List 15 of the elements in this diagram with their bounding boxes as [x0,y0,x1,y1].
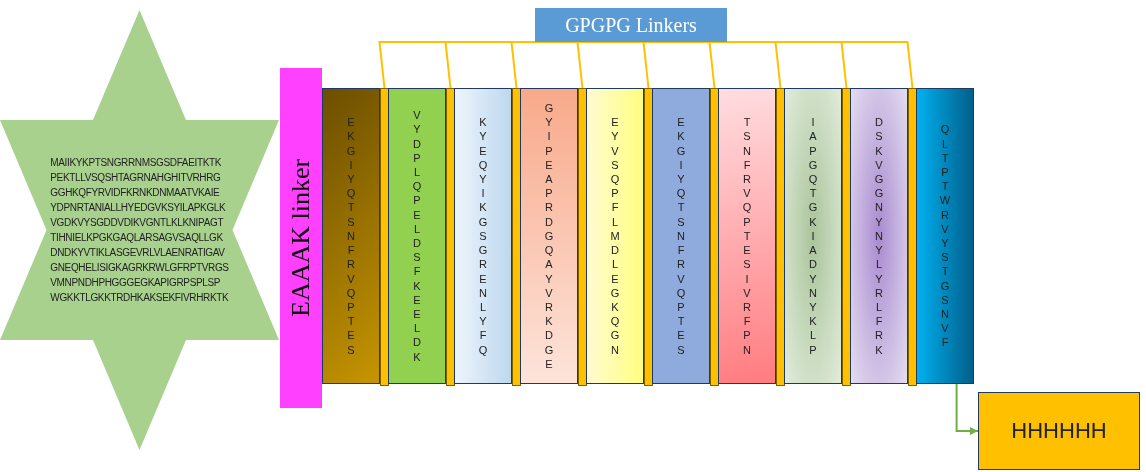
epitope-box: E K G I Y Q T S N F R V Q P T E S [322,88,380,384]
linker-box: EAAAK linker [280,68,322,408]
tag-box: HHHHHH [978,392,1140,470]
epitope-box: Q L T P T W R V Y S T G S N V F [916,88,974,384]
epitope-box: E Y V S Q P F L M D L E G K Q G N [586,88,644,384]
linker-label-box: GPGPG Linkers [535,8,727,42]
epitope-box: K Y E Q Y I K G S G R E N L Y F Q [454,88,512,384]
epitope-box: T S N F R V Q P T E S I V R F P N [718,88,776,384]
star-shape: MAIIKYKPTSNGRRNMSGSDFAEITKTK PEKTLLVSQSHTAGRNAHGHITVRHRG GGHKQFYRVIDFKRNKDNMAATVKAIE YDPNRTANIALLHYEDGVKSYILAPKGLK VGDKVYSGDDVDIKVGNTLKLKNIPAGT TIHNIELKPGKGAQLARSAGVSAQLLGK DNDKYVTIKLASGEVRLVLAENRATIGAV GNEQHELISIGKAGRKRWLGFRPTVRGS VMNPNDHPHGGGEGKAPIGRPSPLSP WGKKTLGKKTRDHKAKSEKFIVRHRKTK [0,10,279,450]
epitope-box: I A P G Q T G K I A D Y N Y K L P [784,88,842,384]
arrow [955,383,979,435]
epitope-box: E K G I Y Q T S N F R V Q P T E S [652,88,710,384]
epitope-box: D S K V G G N Y N Y L Y R L F R K [850,88,908,384]
epitope-box: V Y D P L Q P E L D S F K E E L D K [388,88,446,384]
epitope-box: G Y I P E A P R D G Q A Y V R K D G E [520,88,578,384]
